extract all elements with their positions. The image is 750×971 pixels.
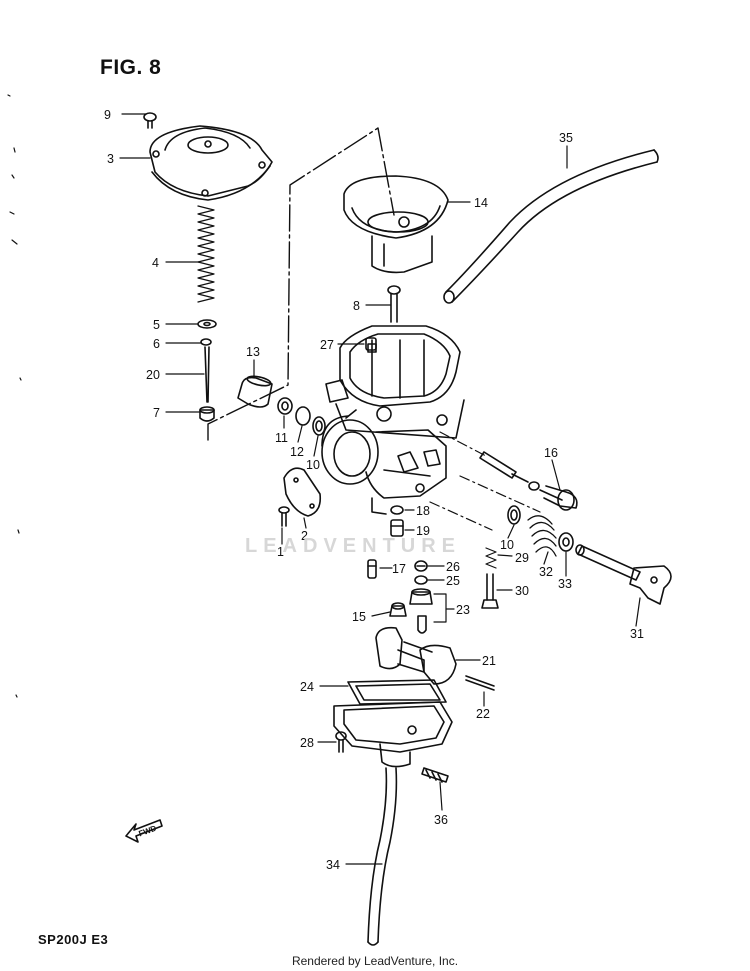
watermark: LEADVENTURE: [245, 535, 462, 557]
leader-lines: [119, 113, 641, 865]
part-11-washer: [277, 397, 293, 415]
callout-31: 31: [630, 627, 644, 641]
part-6-clip: [200, 338, 212, 346]
float-bowl: [333, 701, 453, 768]
callout-20: 20: [146, 368, 160, 382]
part-36-drain-screw: [421, 767, 449, 783]
callout-35: 35: [559, 131, 573, 145]
part-22-float-pin: [465, 675, 495, 691]
part-31-throttle-shaft: [575, 544, 672, 605]
part-13-piston: [237, 375, 273, 408]
part-27-plug: [365, 337, 377, 351]
part-5-washer: [197, 319, 217, 329]
callout-6: 6: [153, 337, 160, 351]
callout-11: 11: [275, 431, 288, 445]
callout-26: 26: [446, 560, 460, 574]
part-12-o-ring: [295, 406, 311, 426]
part-24-gasket: [347, 679, 447, 705]
callout-24: 24: [300, 680, 314, 694]
callout-18: 18: [416, 504, 430, 518]
callout-36: 36: [434, 813, 448, 827]
callout-16: 16: [544, 446, 558, 460]
callout-5: 5: [153, 318, 160, 332]
part-16-pilot-screw: [479, 451, 578, 511]
callout-17: 17: [392, 562, 406, 576]
callout-4: 4: [152, 256, 159, 270]
callout-32: 32: [539, 565, 553, 579]
carburetor-body: [321, 325, 465, 515]
callout-7: 7: [153, 406, 160, 420]
fwd-arrow-icon: [125, 819, 163, 843]
part-21-float: [375, 626, 457, 685]
part-9-screw: [143, 112, 157, 129]
callout-labels: 9 3 4 5 6 20 7 13 14 35 8 27 11 12 10 16…: [104, 108, 644, 872]
part-7-holder: [199, 406, 215, 422]
part-3-diaphragm-cover: [149, 125, 273, 201]
callout-25: 25: [446, 574, 460, 588]
callout-2: 2: [301, 529, 308, 543]
fwd-label: FWD: [137, 824, 157, 839]
part-23-needle-valve: [409, 588, 433, 634]
assembly-centerline: [429, 431, 541, 531]
callout-1: 1: [277, 545, 284, 559]
callout-33: 33: [558, 577, 572, 591]
part-8-screw: [387, 285, 401, 323]
scan-specks: [7, 94, 22, 698]
callout-22: 22: [476, 707, 490, 721]
part-30-screw: [481, 573, 499, 609]
callout-19: 19: [416, 524, 430, 538]
callout-10-lower: 10: [500, 538, 514, 552]
part-20-jet-needle: [204, 346, 210, 403]
callout-13: 13: [246, 345, 260, 359]
part-35-hose: [443, 149, 659, 304]
part-33-washer: [558, 532, 574, 552]
callout-27: 27: [320, 338, 334, 352]
callout-29: 29: [515, 551, 529, 565]
part-17-jet: [367, 559, 377, 579]
figure-title: FIG. 8: [100, 56, 162, 79]
part-4-spring: [197, 205, 215, 303]
part-18-washer: [390, 505, 404, 515]
callout-34: 34: [326, 858, 340, 872]
render-credit: Rendered by LeadVenture, Inc.: [291, 954, 459, 968]
part-15-main-jet: [389, 602, 407, 617]
part-10-o-ring-b: [507, 505, 521, 525]
model-code: SP200J E3: [38, 932, 109, 947]
part-1-screw: [278, 506, 290, 527]
part-14-vacuum-piston: [343, 175, 449, 274]
callout-14: 14: [474, 196, 488, 210]
callout-15: 15: [352, 610, 366, 624]
part-34-drain-hose: [367, 767, 398, 946]
callout-21: 21: [482, 654, 496, 668]
part-2-cover-plate: [283, 467, 322, 517]
assembly-bracket: [207, 127, 395, 441]
part-28-screw: [335, 731, 347, 753]
callout-28: 28: [300, 736, 314, 750]
part-19-jet: [390, 519, 404, 537]
part-29-spring: [485, 547, 497, 569]
callout-8: 8: [353, 299, 360, 313]
callout-30: 30: [515, 584, 529, 598]
part-10-o-ring-a: [312, 416, 326, 436]
part-26-cap: [414, 560, 428, 572]
callout-12: 12: [290, 445, 304, 459]
callout-3: 3: [107, 152, 114, 166]
callout-9: 9: [104, 108, 111, 122]
callout-23: 23: [456, 603, 470, 617]
part-25-o-ring: [414, 575, 428, 585]
callout-10-upper: 10: [306, 458, 320, 472]
part-32-throttle-spring: [527, 515, 557, 557]
